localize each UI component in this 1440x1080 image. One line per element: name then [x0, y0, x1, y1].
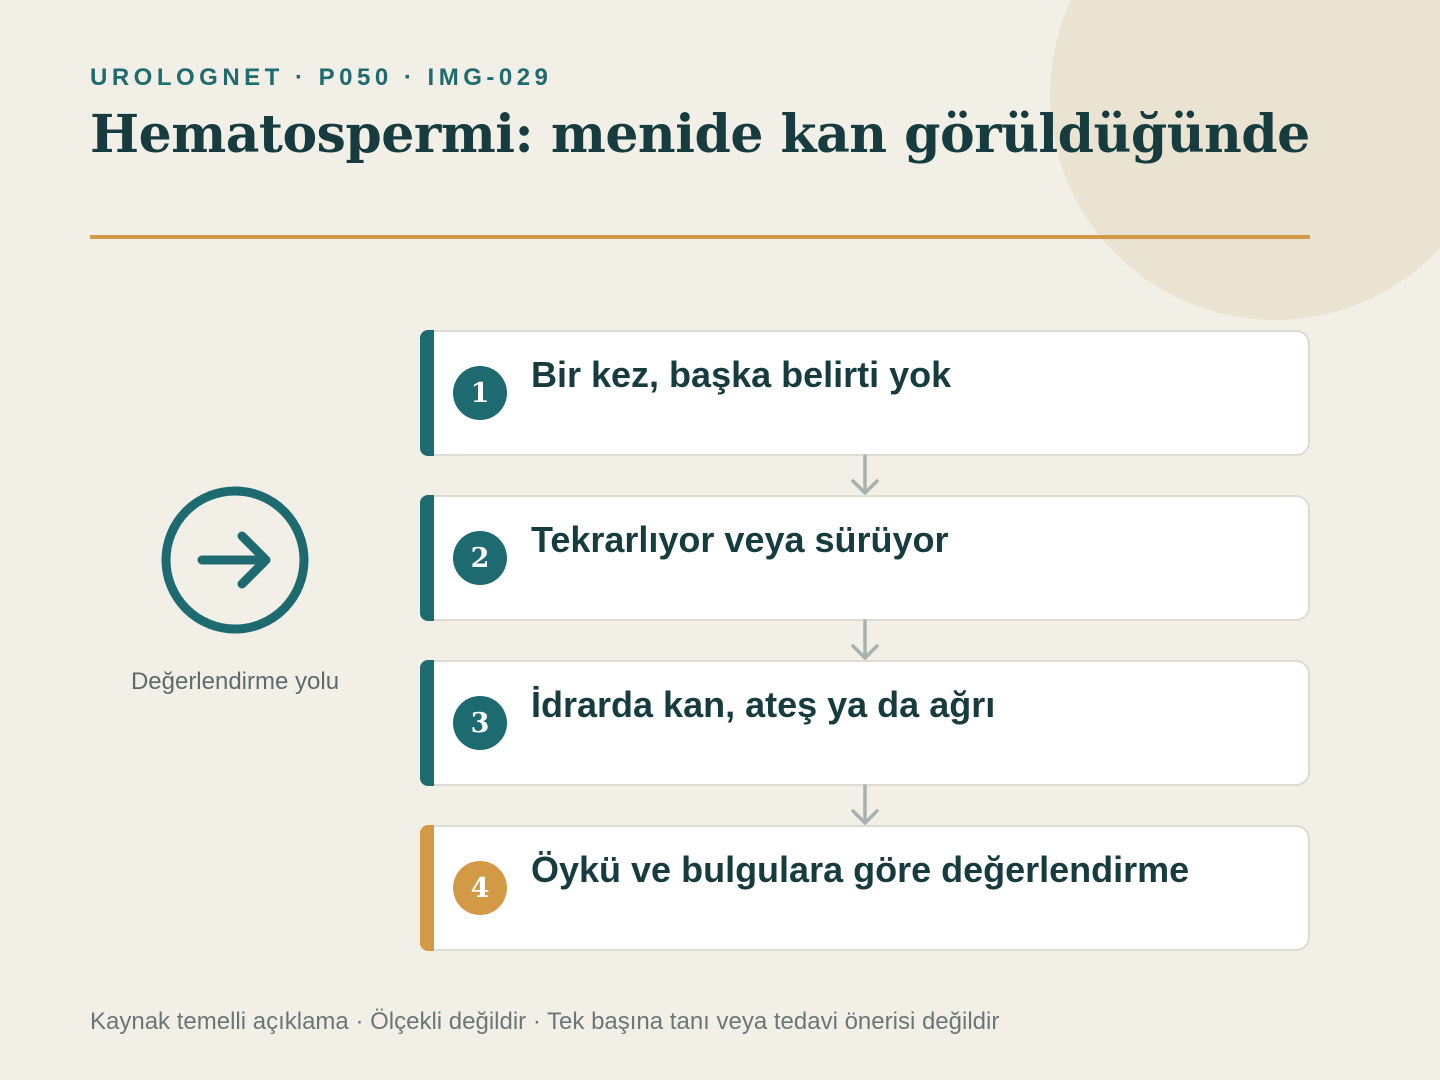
step-accent-bar — [420, 495, 434, 621]
title-divider — [90, 235, 1310, 239]
step-number-badge: 1 — [453, 366, 507, 420]
step-text: Tekrarlıyor veya sürüyor — [531, 519, 949, 560]
step-number-badge: 3 — [453, 696, 507, 750]
step-card-3: 3 İdrarda kan, ateş ya da ağrı — [420, 660, 1310, 786]
step-accent-bar — [420, 330, 434, 456]
arrow-right-circle-icon — [161, 486, 309, 634]
arrow-down-icon — [851, 454, 879, 495]
arrow-down-icon — [851, 619, 879, 660]
step-number-badge: 4 — [453, 861, 507, 915]
arrow-down-icon — [851, 784, 879, 825]
pathway-label: Değerlendirme yolu — [130, 668, 340, 695]
step-text: Bir kez, başka belirti yok — [531, 354, 952, 395]
step-card-1: 1 Bir kez, başka belirti yok — [420, 330, 1310, 456]
step-card-2: 2 Tekrarlıyor veya sürüyor — [420, 495, 1310, 621]
step-number-badge: 2 — [453, 531, 507, 585]
footer-disclaimer: Kaynak temelli açıklama · Ölçekli değild… — [90, 1008, 1000, 1035]
step-card-4: 4 Öykü ve bulgulara göre değerlendirme — [420, 825, 1310, 951]
kicker: UROLOGNET · P050 · IMG-029 — [90, 64, 553, 91]
step-text: İdrarda kan, ateş ya da ağrı — [531, 684, 996, 725]
step-accent-bar — [420, 660, 434, 786]
page-title: Hematospermi: menide kan görüldüğünde — [90, 104, 1310, 165]
step-text: Öykü ve bulgulara göre değerlendirme — [531, 849, 1190, 890]
step-accent-bar — [420, 825, 434, 951]
